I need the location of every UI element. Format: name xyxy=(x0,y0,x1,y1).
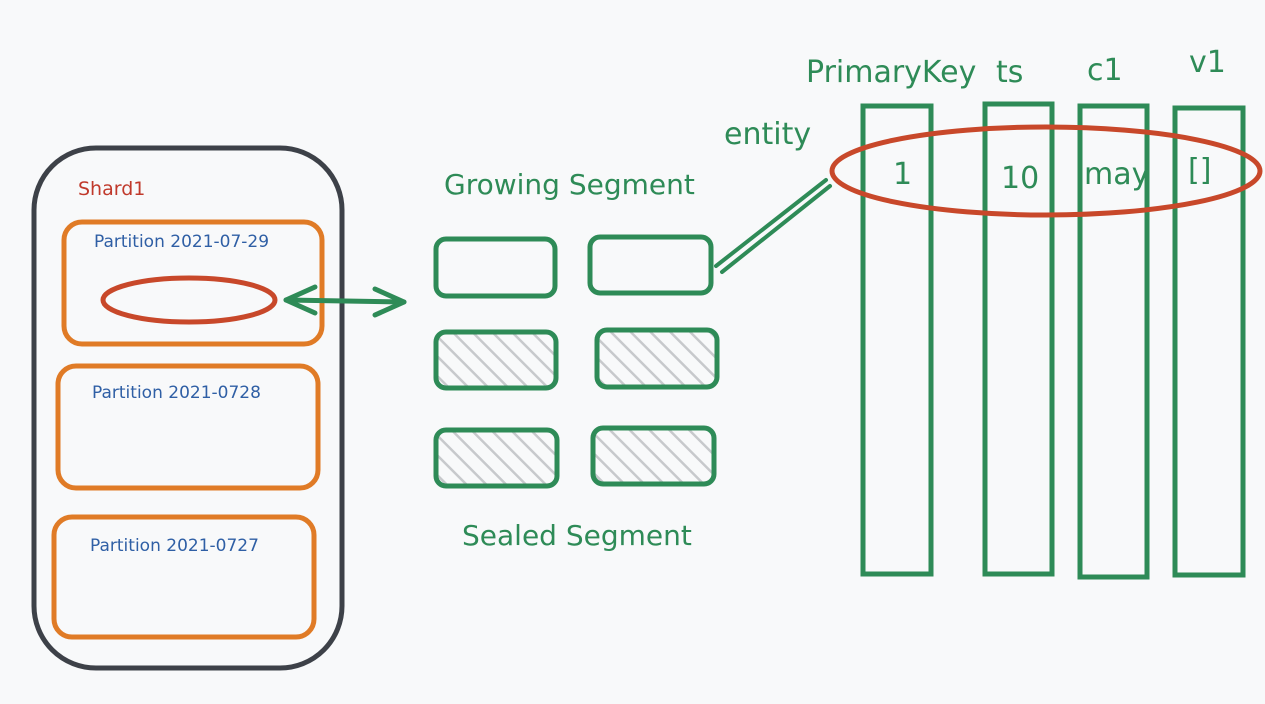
column-v1 xyxy=(1172,105,1246,578)
growing-segment-2 xyxy=(587,234,714,296)
shard-group: Shard1 Partition 2021-07-29 Partition 20… xyxy=(31,145,345,671)
value-v1: [] xyxy=(1188,153,1211,188)
growing-segment-1 xyxy=(433,236,558,299)
segments-group: Growing Segment Sealed Segment xyxy=(433,168,720,552)
partition-box-2 xyxy=(55,363,321,491)
sealed-segment-1 xyxy=(433,329,559,391)
growing-segment-label: Growing Segment xyxy=(444,168,695,201)
sealed-segment-4 xyxy=(590,425,717,487)
partition-box-3 xyxy=(51,514,317,640)
sealed-segment-2 xyxy=(594,327,720,390)
entity-label: entity xyxy=(724,117,811,152)
value-c1: may xyxy=(1084,157,1149,192)
partition-label-2: Partition 2021-0728 xyxy=(92,383,261,403)
column-header-primarykey: PrimaryKey xyxy=(806,55,976,90)
entity-row-ellipse xyxy=(829,124,1263,218)
partition-label-1: Partition 2021-07-29 xyxy=(94,232,269,252)
double-arrow xyxy=(283,284,407,318)
entity-table: PrimaryKey ts c1 v1 entity 1 10 may [] xyxy=(724,45,1263,580)
column-header-c1: c1 xyxy=(1087,53,1123,88)
shard-box xyxy=(31,145,345,671)
sealed-segment-label: Sealed Segment xyxy=(462,519,692,552)
value-primarykey: 1 xyxy=(893,157,912,192)
growing-partition-ellipse xyxy=(100,275,278,325)
column-header-ts: ts xyxy=(996,55,1023,90)
partition-label-3: Partition 2021-0727 xyxy=(90,536,259,556)
sealed-segment-3 xyxy=(433,427,560,489)
shard-label: Shard1 xyxy=(78,178,145,200)
entity-connector xyxy=(714,178,832,274)
column-ts xyxy=(982,101,1055,577)
value-ts: 10 xyxy=(1001,161,1039,196)
column-primarykey xyxy=(860,103,934,577)
partition-box-1 xyxy=(61,219,325,347)
column-c1 xyxy=(1077,103,1150,580)
column-header-v1: v1 xyxy=(1189,45,1226,80)
